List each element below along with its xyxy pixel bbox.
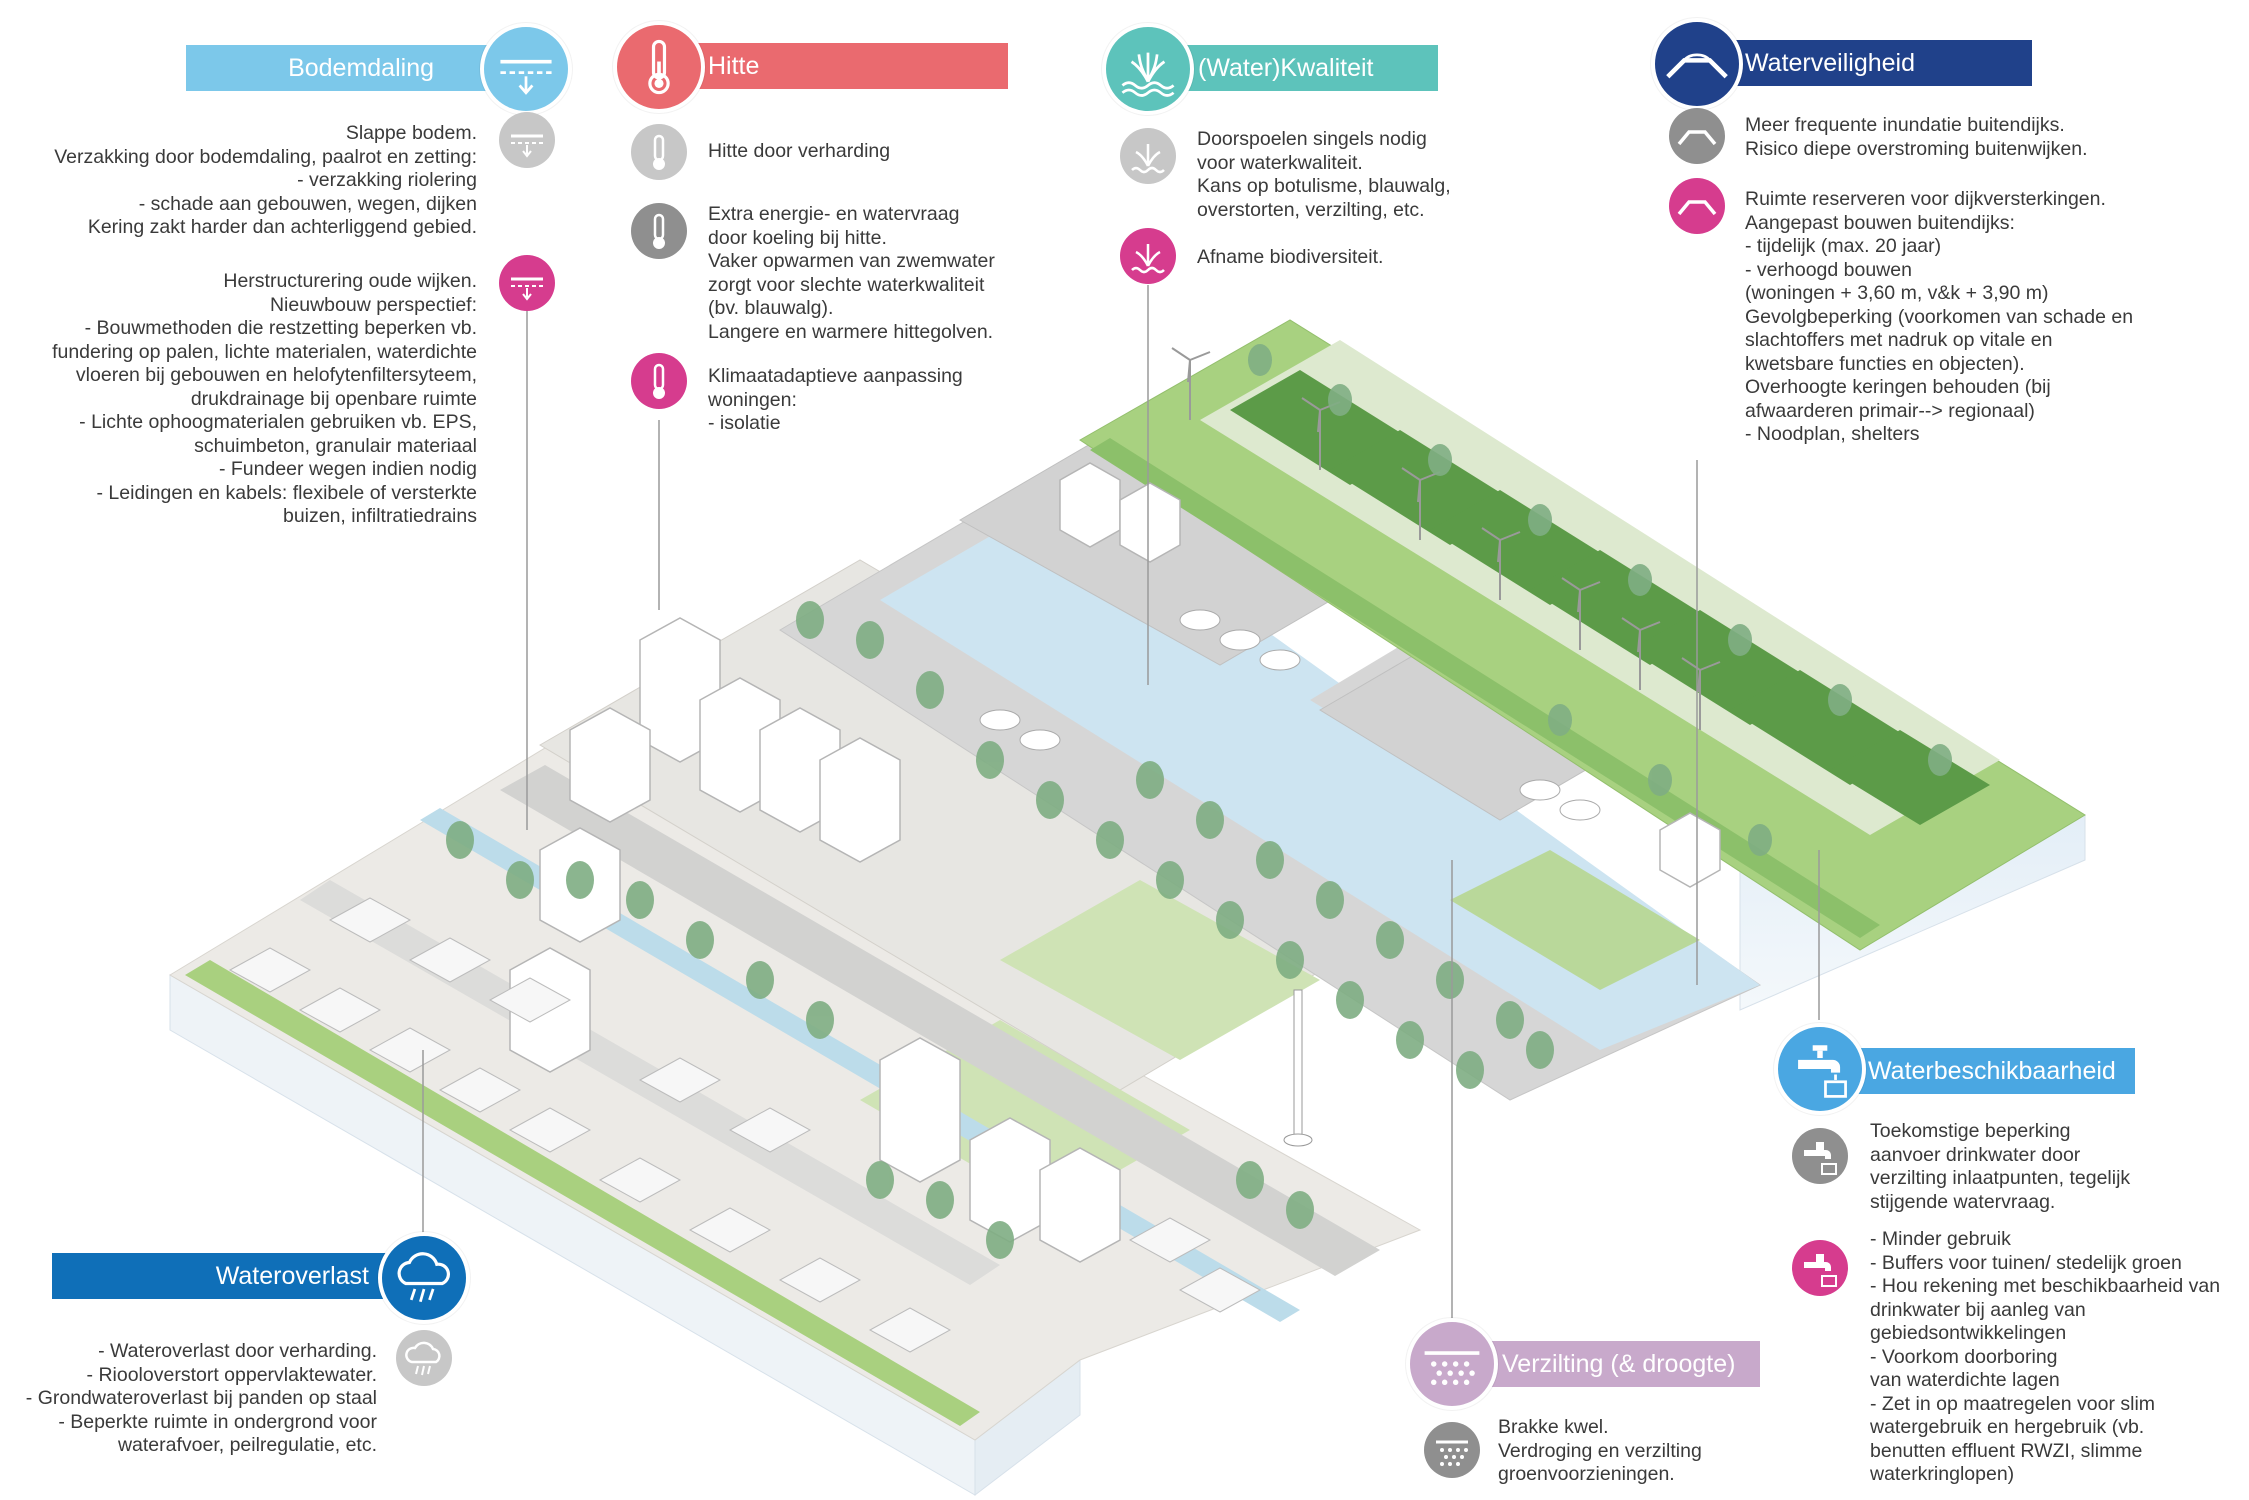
rain-cloud-icon-lightgrey — [396, 1330, 452, 1386]
dike-icon-grey — [1669, 108, 1725, 164]
bodemdaling-measures-text: Herstructurering oude wijken. Nieuwbouw … — [52, 270, 477, 527]
hitte-measures-text: Klimaatadaptieve aanpassing woningen: - … — [708, 365, 963, 434]
thermometer-icon — [613, 21, 705, 113]
ground-subsidence-icon — [480, 23, 572, 115]
thermometer-icon-lightgrey — [631, 124, 687, 180]
banner-bodemdaling: Bodemdaling — [186, 45, 526, 91]
thermometer-icon-grey — [631, 203, 687, 259]
salt-icon-grey — [1424, 1422, 1480, 1478]
ground-subsidence-icon-pink — [499, 255, 555, 311]
wateroverlast-impact-text: - Wateroverlast door verharding. - Riool… — [25, 1340, 377, 1456]
water-tap-icon — [1774, 1023, 1866, 1115]
bodemdaling-impact-text: Slappe bodem. Verzakking door bodemdalin… — [54, 122, 477, 238]
tower — [1283, 989, 1313, 1147]
polder-fields — [1079, 319, 2086, 951]
waterveiligheid-impact-text: Meer frequente inundatie buitendijks. Ri… — [1745, 114, 2088, 160]
rain-cloud-icon — [378, 1232, 470, 1324]
dike-icon-pink — [1669, 178, 1725, 234]
banner-wateroverlast: Wateroverlast — [52, 1253, 427, 1299]
water-plant-icon — [1102, 23, 1194, 115]
dike-icon — [1651, 18, 1743, 110]
water-tap-icon-grey — [1792, 1128, 1848, 1184]
water-tap-icon-pink — [1792, 1240, 1848, 1296]
waterbeschikbaarheid-measures-text: - Minder gebruik - Buffers voor tuinen/ … — [1870, 1228, 2221, 1485]
thermometer-icon-pink — [631, 353, 687, 409]
housing-blocks — [228, 897, 1262, 1353]
ground-subsidence-icon-grey — [499, 112, 555, 168]
leader-lines — [422, 285, 1820, 1360]
hitte-impact-text: Hitte door verharding — [708, 140, 891, 162]
waterbeschikbaarheid-impact-text: Toekomstige beperking aanvoer drinkwater… — [1870, 1120, 2131, 1213]
salt-icon — [1406, 1318, 1498, 1410]
trees — [446, 344, 1952, 1259]
verzilting-impact-text: Brakke kwel. Verdroging en verzilting gr… — [1498, 1416, 1702, 1485]
water-plant-icon-lightgrey — [1120, 128, 1176, 184]
waterveiligheid-measures-text: Ruimte reserveren voor dijkversterkingen… — [1745, 188, 2134, 445]
water-plant-icon-pink — [1120, 228, 1176, 284]
waterkwaliteit-impact-text: Doorspoelen singels nodig voor waterkwal… — [1197, 128, 1451, 221]
waterkwaliteit-biodiversity-text: Afname biodiversiteit. — [1197, 246, 1384, 268]
hitte-effects-text: Extra energie- en watervraag door koelin… — [708, 203, 995, 343]
city-buildings — [509, 462, 1721, 1263]
wind-turbines — [1171, 347, 1721, 730]
storage-tanks — [979, 609, 1601, 821]
